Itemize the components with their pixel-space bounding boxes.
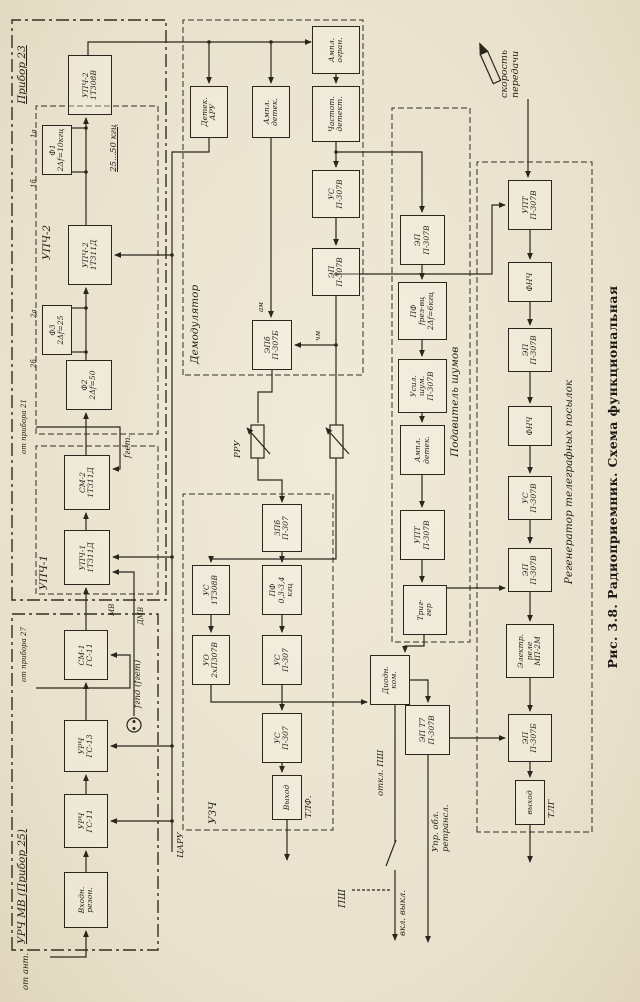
block-upch2-amp2: УПЧ-2 1Т308В [68,55,112,115]
block-vhodn-rezon: Входн. резон. [64,872,108,928]
label-port-2b: 2б [30,359,38,368]
block-ampl-detek-noise: Ампл. детек. [400,425,445,475]
block-us-uzch1: УС 1Т308В [192,565,230,615]
label-fget: fгет. [123,434,133,458]
block-upch1-amp: УПЧ-1 1Т311Д [64,530,110,585]
section-label-pribor23: Прибор 23 [16,45,28,104]
label-port-1b: 1б [30,179,38,188]
label-ot-pribora21: от прибора 21 [20,399,28,454]
block-trigger: Триг- гер [403,585,447,635]
block-vyhod-tlg: выход [515,780,545,825]
block-ep-demod: ЭП П-307В [312,248,360,296]
block-fnch1: ФНЧ [508,262,552,302]
rru-resistor-1[interactable] [250,424,265,459]
section-border-noise [391,107,471,643]
connector-icon [126,717,142,733]
block-us-demod: УС П-307В [312,170,360,218]
block-chastot-detekt: Частот. детект. [312,86,360,142]
label-skorost-peredachi: скорость передачи [499,49,521,98]
block-ep-regen3: ЭП П-307Б [508,714,552,762]
block-f2: Ф2 2Δf=50 [66,360,112,410]
block-ep-regen1: ЭП П-307В [508,328,552,372]
label-rru: РРУ [233,440,243,458]
block-uo: УО 2хП307В [192,635,230,685]
pencil-icon [479,42,502,85]
label-upr-retransl: Упр. обл. ретрансл. [431,804,451,852]
block-upt-noise: УПТ П-307В [400,510,445,560]
block-upt-regen: УПТ П-307В [508,180,552,230]
block-us-p307-1: УС П-307 [262,635,302,685]
label-tsaru: ЦАРУ [176,832,186,858]
label-chm: чм [314,330,322,341]
block-vyhod-tlf: Выход [272,775,302,820]
junction-dots [84,40,338,823]
block-pf-uzch: ПФ 0,3-3,4 кгц [262,565,302,615]
block-ampl-detek-am: Ампл. детек. [252,86,290,138]
block-us-regen: УС П-307В [508,476,552,520]
label-band-25-50: 25...50 кгц [109,124,119,172]
section-label-noise-suppressor: Подавитель шумов [449,346,461,457]
label-port-2a: 2а [30,309,38,318]
section-border-uzch [182,493,334,831]
label-otkl-psh: откл. ПШ [376,749,386,796]
block-us-p307-2: УС П-307 [262,713,302,763]
block-ep-noise: ЭП П-307В [400,215,445,265]
section-border-regenerator [476,161,593,833]
block-ampl-ogran: Ампл. огран. [312,26,360,74]
label-tlf: ТЛФ. [304,795,314,818]
block-f1: Ф1 2Δf=10кгц [42,125,72,175]
block-ep-regen2: ЭП П-307В [508,548,552,592]
label-ot-pribora27: от прибора 27 [20,627,28,682]
block-ep-t7: ЭП Т7 П-307В [405,705,450,755]
section-border-upch2 [35,105,159,435]
block-pf-noise: ПФ fрез-вц 2Δf=6кгц [398,282,447,340]
label-ot-ant: от ант. [21,952,31,990]
section-label-upch1: УПЧ-1 [38,554,50,590]
rru-resistor-2[interactable] [329,424,344,459]
section-border-urch-mv [11,613,159,951]
section-border-demodulator [182,19,364,376]
block-elektr-rele: Электр. реле МП-2М [506,624,554,678]
label-psh: ПШ [337,888,348,908]
section-label-urch-mv: УРЧ МВ (Прибор 25) [16,829,28,944]
figure-caption: Рис. 3.8. Радиоприемник. Схема функциона… [605,285,620,669]
label-fgpd: fгпд (fгет) [133,659,143,708]
block-usil-shum: Усил. шум. П-307В [398,359,447,413]
block-urch-gs11: УРЧ ГС-11 [64,794,108,848]
section-label-regenerator: Регенератор телеграфных посылок [563,379,575,585]
section-label-upch2: УПЧ-2 [41,224,53,260]
section-label-demodulator: Демодулятор [189,284,201,364]
block-sm2: СМ-2 1Т311Д [64,455,110,510]
block-urch-gs13: УРЧ ГС-13 [64,720,108,772]
label-port-1a: 1а [30,129,38,138]
label-dmv: ДМВ [137,606,145,625]
block-upch2-amp1: УПЧ-2 1Т311Д [68,225,112,285]
block-detek-aru: Детек. АРУ [190,86,228,138]
block-sm1: СМ-1 ГС-11 [64,630,108,680]
label-am: ам [257,302,265,312]
block-zpb: ЗПб П-307 [262,504,302,552]
label-mv: МВ [108,603,116,616]
block-fnch2: ФНЧ [508,406,552,446]
section-border-pribor23 [11,19,167,601]
label-tlg: ТЛГ [547,799,557,818]
section-label-uzch: УЗЧ [207,801,219,824]
block-epb: ЭПб П-307Б [252,320,292,370]
block-diodn-kom: Диодн. ком. [370,655,410,705]
label-vkl-vykl: вкл. выкл. [398,890,408,936]
block-f3: Ф3 2Δf=25 [42,305,72,355]
section-border-upch1 [35,445,159,595]
